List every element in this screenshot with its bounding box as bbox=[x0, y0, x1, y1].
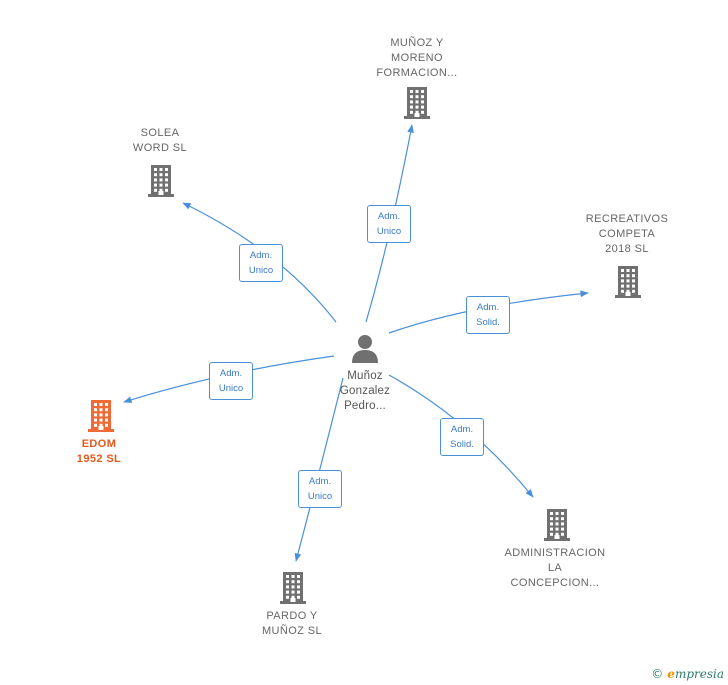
role-badge[interactable]: Adm. Unico bbox=[209, 362, 253, 400]
building-icon bbox=[279, 570, 307, 609]
brand-initial: e bbox=[667, 667, 675, 681]
building-icon bbox=[543, 507, 571, 546]
company-label: RECREATIVOS COMPETA 2018 SL bbox=[585, 213, 669, 255]
person-icon bbox=[352, 335, 378, 363]
company-label: ADMINISTRACION LA CONCEPCION... bbox=[504, 547, 606, 589]
company-label: SOLEA WORD SL bbox=[132, 127, 188, 154]
person-label: Muñoz Gonzalez Pedro... bbox=[339, 370, 391, 412]
company-label: EDOM 1952 SL bbox=[76, 438, 122, 465]
role-badge[interactable]: Adm. Unico bbox=[367, 205, 411, 243]
edge-line bbox=[294, 377, 344, 562]
role-badge[interactable]: Adm. Solid. bbox=[440, 418, 484, 456]
role-badge[interactable]: Adm. Unico bbox=[298, 470, 342, 508]
role-badge[interactable]: Adm. Unico bbox=[239, 244, 283, 282]
building-icon bbox=[403, 85, 431, 124]
copyright-symbol: © bbox=[651, 667, 664, 681]
role-badge[interactable]: Adm. Solid. bbox=[466, 296, 510, 334]
building-icon bbox=[147, 163, 175, 202]
building-icon bbox=[614, 264, 642, 303]
building-icon bbox=[87, 398, 115, 437]
company-label: PARDO Y MUÑOZ SL bbox=[261, 610, 323, 637]
company-label: MUÑOZ Y MORENO FORMACION... bbox=[376, 37, 458, 79]
brand-logo: ©empresia bbox=[651, 667, 724, 681]
brand-name: mpresia bbox=[674, 667, 724, 681]
